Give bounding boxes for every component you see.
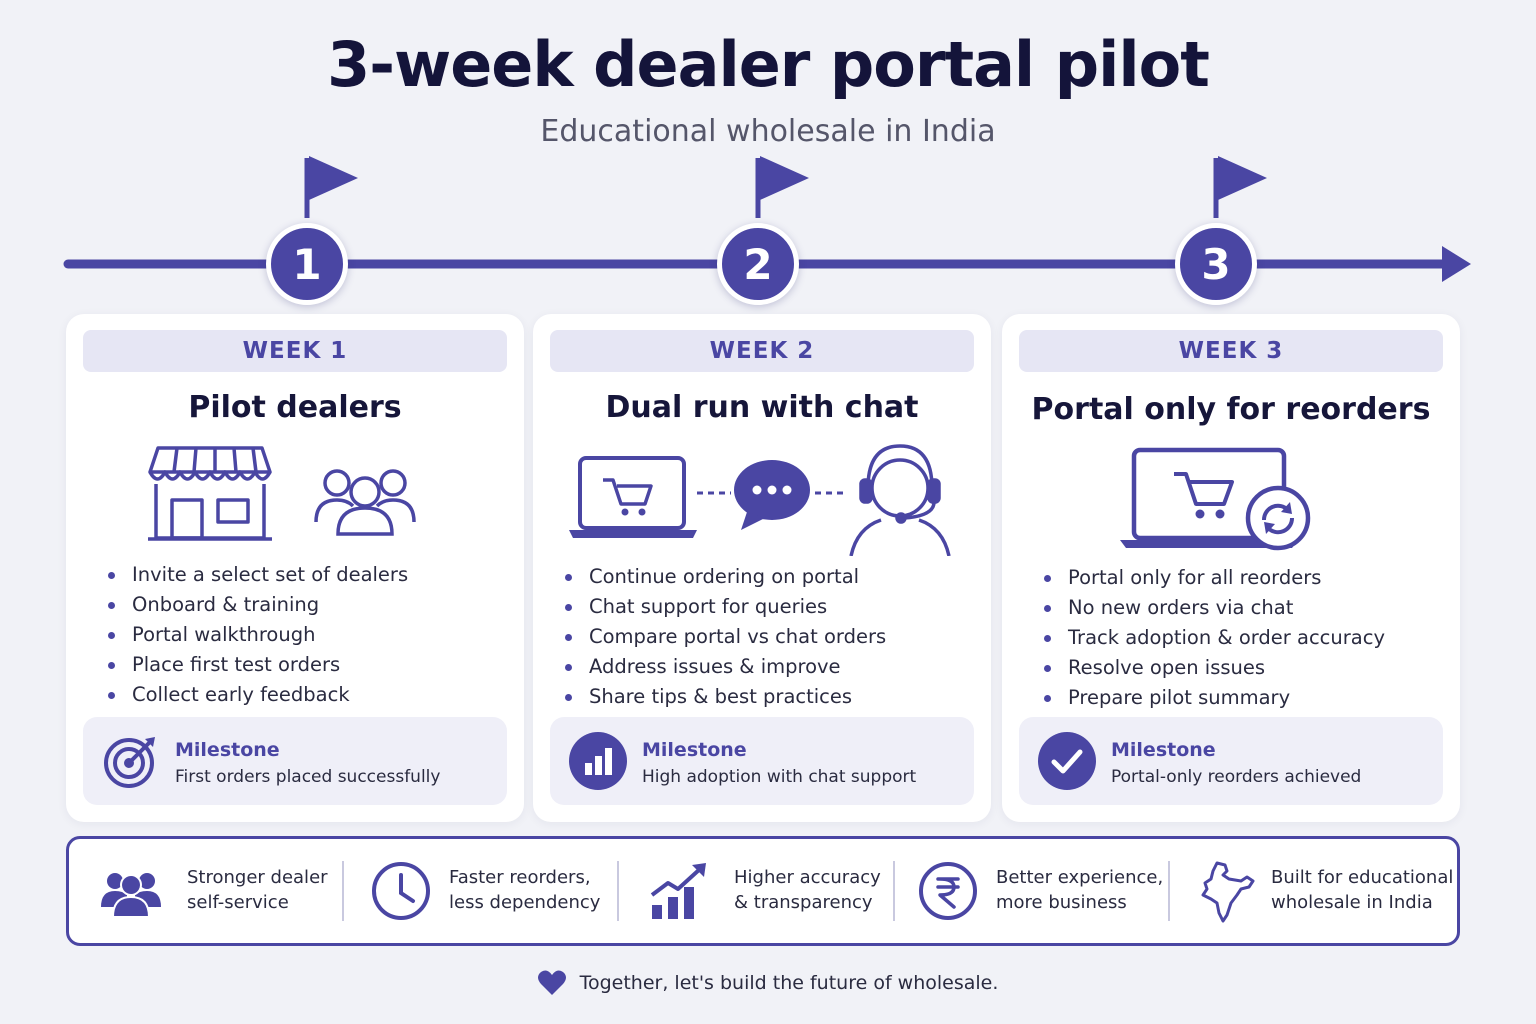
list-item: Prepare pilot summary — [1044, 683, 1385, 713]
week-3-illustration — [1120, 447, 1311, 551]
list-item: Share tips & best practices — [565, 682, 886, 712]
milestone-box: Milestone High adoption with chat suppor… — [550, 717, 974, 805]
benefits-bar: Stronger dealer self-service Faster reor… — [66, 836, 1460, 946]
list-item: Chat support for queries — [565, 592, 886, 622]
week-title: Dual run with chat — [605, 390, 919, 425]
page-subtitle: Educational wholesale in India — [540, 114, 996, 149]
milestone-label: Milestone — [175, 739, 280, 761]
people-icon — [101, 873, 161, 918]
list-item: Place first test orders — [108, 650, 408, 680]
list-item: Portal only for all reorders — [1044, 563, 1385, 593]
week-title: Pilot dealers — [188, 390, 402, 425]
benefit-text: Stronger dealer self-service — [187, 867, 328, 913]
list-item: Collect early feedback — [108, 680, 408, 710]
week-1-illustration — [148, 446, 416, 541]
milestone-text: High adoption with chat support — [642, 767, 917, 787]
week-2-illustration — [569, 444, 951, 556]
timeline-arrowhead — [1442, 246, 1471, 282]
week-1-bullets: Invite a select set of dealers Onboard &… — [108, 560, 408, 710]
flag-icon-2 — [755, 156, 809, 218]
divider — [1168, 861, 1170, 921]
week-card-3: WEEK 3 Portal only for reorders Portal o… — [1002, 314, 1460, 822]
page-title: 3-week dealer portal pilot — [327, 28, 1210, 101]
india-map-icon — [1201, 861, 1255, 923]
week-title: Portal only for reorders — [1031, 392, 1431, 427]
list-item: Onboard & training — [108, 590, 408, 620]
week-card-1: WEEK 1 Pilot dealers Invite a select set… — [66, 314, 524, 822]
laptop-cart-icon — [569, 456, 697, 538]
week-label: WEEK 2 — [550, 330, 974, 372]
divider — [617, 861, 619, 921]
footer: Together, let's build the future of whol… — [0, 968, 1536, 998]
week-2-bullets: Continue ordering on portal Chat support… — [565, 562, 886, 712]
benefit-text: Better experience, more business — [996, 867, 1164, 913]
chat-bubble-icon — [734, 460, 810, 530]
milestone-label: Milestone — [642, 739, 747, 761]
target-icon — [104, 737, 155, 788]
list-item: Address issues & improve — [565, 652, 886, 682]
group-icon — [314, 469, 416, 536]
divider — [893, 861, 895, 921]
timeline-node-2: 2 — [717, 223, 799, 305]
benefit-item: Better experience, more business — [896, 839, 1166, 943]
week-label: WEEK 1 — [83, 330, 507, 372]
list-item: Portal walkthrough — [108, 620, 408, 650]
list-item: Track adoption & order accuracy — [1044, 623, 1385, 653]
benefit-item: Built for educational wholesale in India — [1171, 839, 1461, 943]
list-item: Continue ordering on portal — [565, 562, 886, 592]
list-item: Compare portal vs chat orders — [565, 622, 886, 652]
benefit-item: Higher accuracy & transparency — [620, 839, 890, 943]
benefit-item: Faster reorders, less dependency — [345, 839, 615, 943]
milestone-text: First orders placed successfully — [175, 767, 441, 787]
check-circle-icon — [1038, 732, 1096, 790]
benefit-text: Higher accuracy & transparency — [734, 867, 881, 913]
storefront-icon — [148, 446, 272, 541]
rupee-icon — [919, 862, 977, 920]
heart-icon — [537, 970, 566, 995]
bar-chart-icon — [569, 732, 627, 790]
benefit-text: Faster reorders, less dependency — [449, 867, 601, 913]
footer-text: Together, let's build the future of whol… — [579, 972, 999, 994]
headset-agent-icon — [849, 444, 951, 556]
laptop-cart-refresh-icon — [1120, 447, 1311, 551]
flag-icon-1 — [304, 156, 358, 218]
benefit-text: Built for educational wholesale in India — [1271, 867, 1454, 913]
milestone-label: Milestone — [1111, 739, 1216, 761]
milestone-box: Milestone First orders placed successful… — [83, 717, 507, 805]
clock-icon — [372, 862, 430, 920]
divider — [342, 861, 344, 921]
timeline-node-1: 1 — [266, 223, 348, 305]
milestone-text: Portal-only reorders achieved — [1111, 767, 1362, 787]
timeline-node-3: 3 — [1175, 223, 1257, 305]
list-item: Invite a select set of dealers — [108, 560, 408, 590]
week-card-2: WEEK 2 Dual run with chat Continue order… — [533, 314, 991, 822]
week-label: WEEK 3 — [1019, 330, 1443, 372]
list-item: Resolve open issues — [1044, 653, 1385, 683]
list-item: No new orders via chat — [1044, 593, 1385, 623]
growth-chart-icon — [650, 863, 706, 919]
flag-icon-3 — [1213, 156, 1267, 218]
milestone-box: Milestone Portal-only reorders achieved — [1019, 717, 1443, 805]
week-3-bullets: Portal only for all reorders No new orde… — [1044, 563, 1385, 713]
benefit-item: Stronger dealer self-service — [69, 839, 339, 943]
